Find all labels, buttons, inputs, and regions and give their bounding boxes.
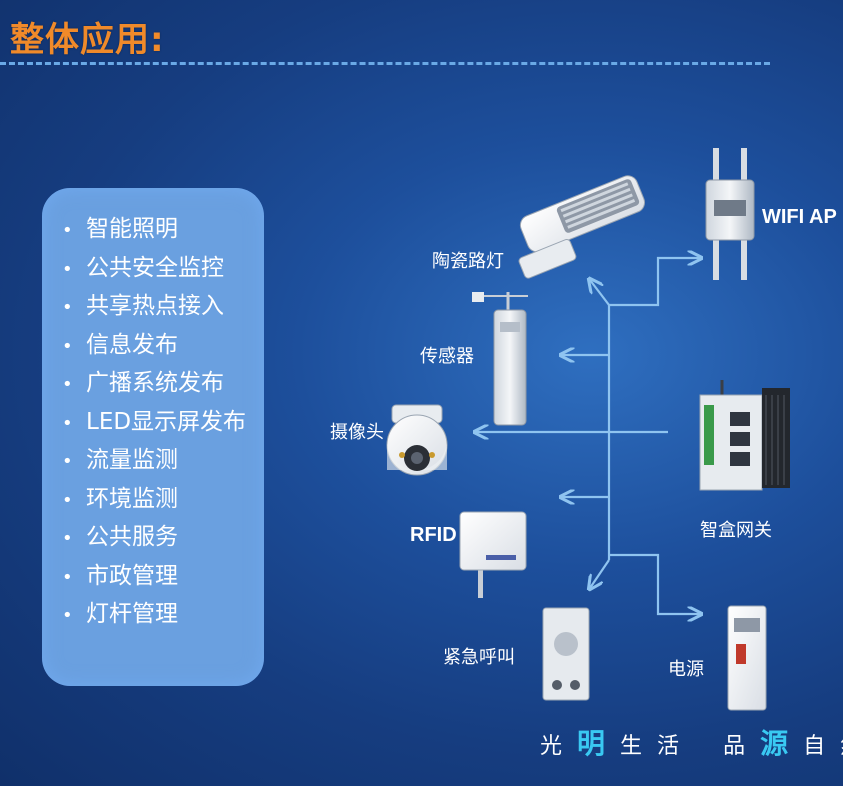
gateway-image <box>699 380 790 491</box>
power-label: 电源 <box>668 659 704 680</box>
bullet: • <box>62 489 73 511</box>
feature-item: • 共享热点接入 <box>62 287 264 326</box>
feature-label: 公共安全监控 <box>86 254 224 281</box>
bullet: • <box>62 297 73 318</box>
wifi-ap-label: WIFI AP <box>762 206 837 228</box>
arrow-to-power <box>609 553 700 614</box>
bullet: • <box>62 220 73 241</box>
feature-item: • 灯杆管理 <box>62 595 264 634</box>
rfid-image <box>459 511 527 598</box>
wifi-ap-image <box>705 148 755 280</box>
bullet: • <box>62 605 73 626</box>
feature-item: • LED显示屏发布 <box>62 403 264 442</box>
bullet: • <box>62 258 73 280</box>
emergency-call-image <box>542 607 590 701</box>
bullet: • <box>62 412 73 434</box>
sensor-image <box>472 292 528 426</box>
bullet: • <box>62 528 73 549</box>
feature-label: 公共服务 <box>86 524 178 550</box>
arrow-to-emergency-call <box>590 559 610 588</box>
feature-label: 灯杆管理 <box>86 601 178 627</box>
slogan-char: 品 <box>723 734 746 759</box>
feature-item: • 流量监测 <box>62 441 264 480</box>
feature-label: 信息发布 <box>86 331 178 358</box>
bullet: • <box>62 451 73 472</box>
sensor-label: 传感器 <box>420 346 474 367</box>
feature-label: 智能照明 <box>86 216 178 242</box>
feature-label: 广播系统发布 <box>86 370 224 396</box>
feature-label: 共享热点接入 <box>86 293 224 319</box>
feature-label: 环境监测 <box>86 485 178 512</box>
slogan: 光 明 生 活 品 源 自 然 <box>540 722 843 762</box>
feature-item: • 公共安全监控 <box>62 249 264 288</box>
feature-item: • 智能照明 <box>62 210 264 249</box>
feature-label: 流量监测 <box>86 447 178 473</box>
feature-item: • 广播系统发布 <box>62 364 264 403</box>
feature-item: • 环境监测 <box>62 480 264 519</box>
street-lamp-image <box>518 175 646 279</box>
feature-label: 市政管理 <box>86 562 178 589</box>
page-title: 整体应用: <box>10 20 165 60</box>
feature-item: • 信息发布 <box>62 326 264 365</box>
street-lamp-label: 陶瓷路灯 <box>432 251 504 272</box>
emergency-call-label: 紧急呼叫 <box>443 647 515 668</box>
power-supply-image <box>727 605 767 711</box>
camera-label: 摄像头 <box>330 422 384 443</box>
bullet: • <box>62 374 73 395</box>
camera-image <box>386 404 448 476</box>
bullet: • <box>62 335 73 357</box>
feature-item: • 公共服务 <box>62 518 264 557</box>
bullet: • <box>62 566 73 588</box>
rfid-label: RFID <box>410 524 457 546</box>
feature-panel: • 智能照明 • 公共安全监控 • 共享热点接入 • 信息发布 • 广播系统发布 • LED… <box>42 188 264 686</box>
slogan-char-highlight: 源 <box>760 727 789 760</box>
connector-lines <box>476 258 700 614</box>
feature-item: • 市政管理 <box>62 557 264 596</box>
arrow-to-wifi-ap <box>609 258 700 307</box>
feature-label: LED显示屏发布 <box>86 408 247 435</box>
slogan-char-highlight: 明 <box>577 727 606 760</box>
slogan-char: 光 <box>540 734 563 759</box>
title-divider <box>0 62 770 65</box>
slogan-char: 然 <box>840 728 843 760</box>
slogan-char: 生 <box>620 734 643 759</box>
slogan-char: 活 <box>657 734 680 759</box>
slogan-char: 自 <box>803 734 826 759</box>
arrow-to-street-lamp <box>590 280 610 306</box>
gateway-label: 智盒网关 <box>700 520 772 541</box>
